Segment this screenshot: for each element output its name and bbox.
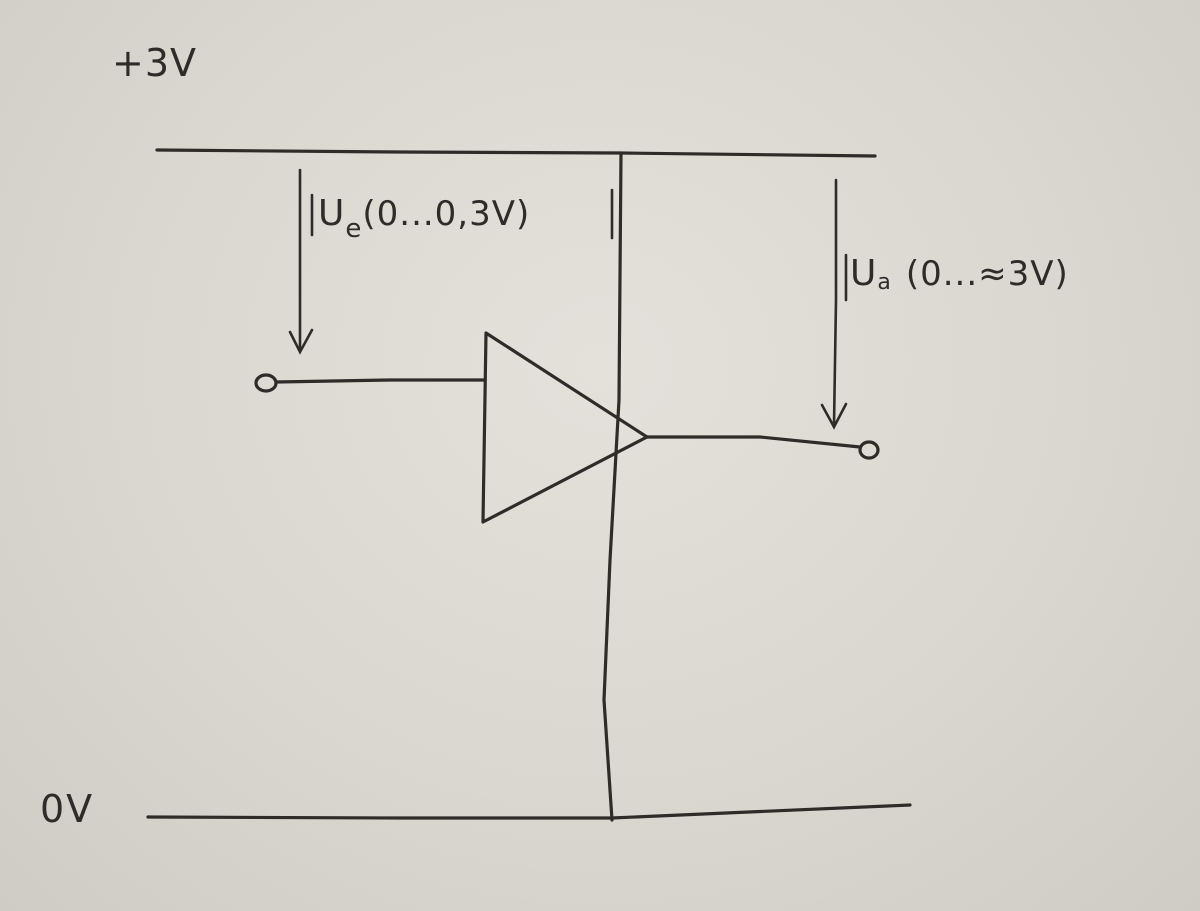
output-terminal bbox=[858, 440, 880, 460]
input-voltage-symbol: U bbox=[318, 193, 346, 234]
input-voltage-label: Ue(0...0,3V) bbox=[318, 193, 531, 243]
ground-supply-label: 0V bbox=[40, 787, 95, 831]
amplifier-triangle bbox=[481, 331, 649, 524]
output-voltage-arrowhead bbox=[820, 402, 848, 430]
positive-supply-rail bbox=[155, 148, 877, 158]
output-voltage-label: Ua (0...≈3V) bbox=[850, 253, 1069, 295]
output-voltage-range: (0...≈3V) bbox=[905, 254, 1069, 294]
input-voltage-subscript: e bbox=[345, 214, 363, 244]
output-wire bbox=[644, 435, 862, 449]
ground-rail bbox=[146, 803, 912, 820]
output-voltage-arrow bbox=[832, 178, 838, 427]
output-voltage-subscript: a bbox=[877, 270, 892, 295]
input-voltage-arrowhead bbox=[288, 328, 314, 355]
input-terminal bbox=[254, 373, 278, 393]
output-voltage-symbol: U bbox=[850, 253, 878, 294]
input-wire bbox=[274, 378, 487, 384]
positive-supply-label: +3V bbox=[112, 41, 198, 85]
amplifier-supply-line bbox=[602, 151, 623, 822]
input-voltage-range: (0...0,3V) bbox=[362, 194, 531, 234]
